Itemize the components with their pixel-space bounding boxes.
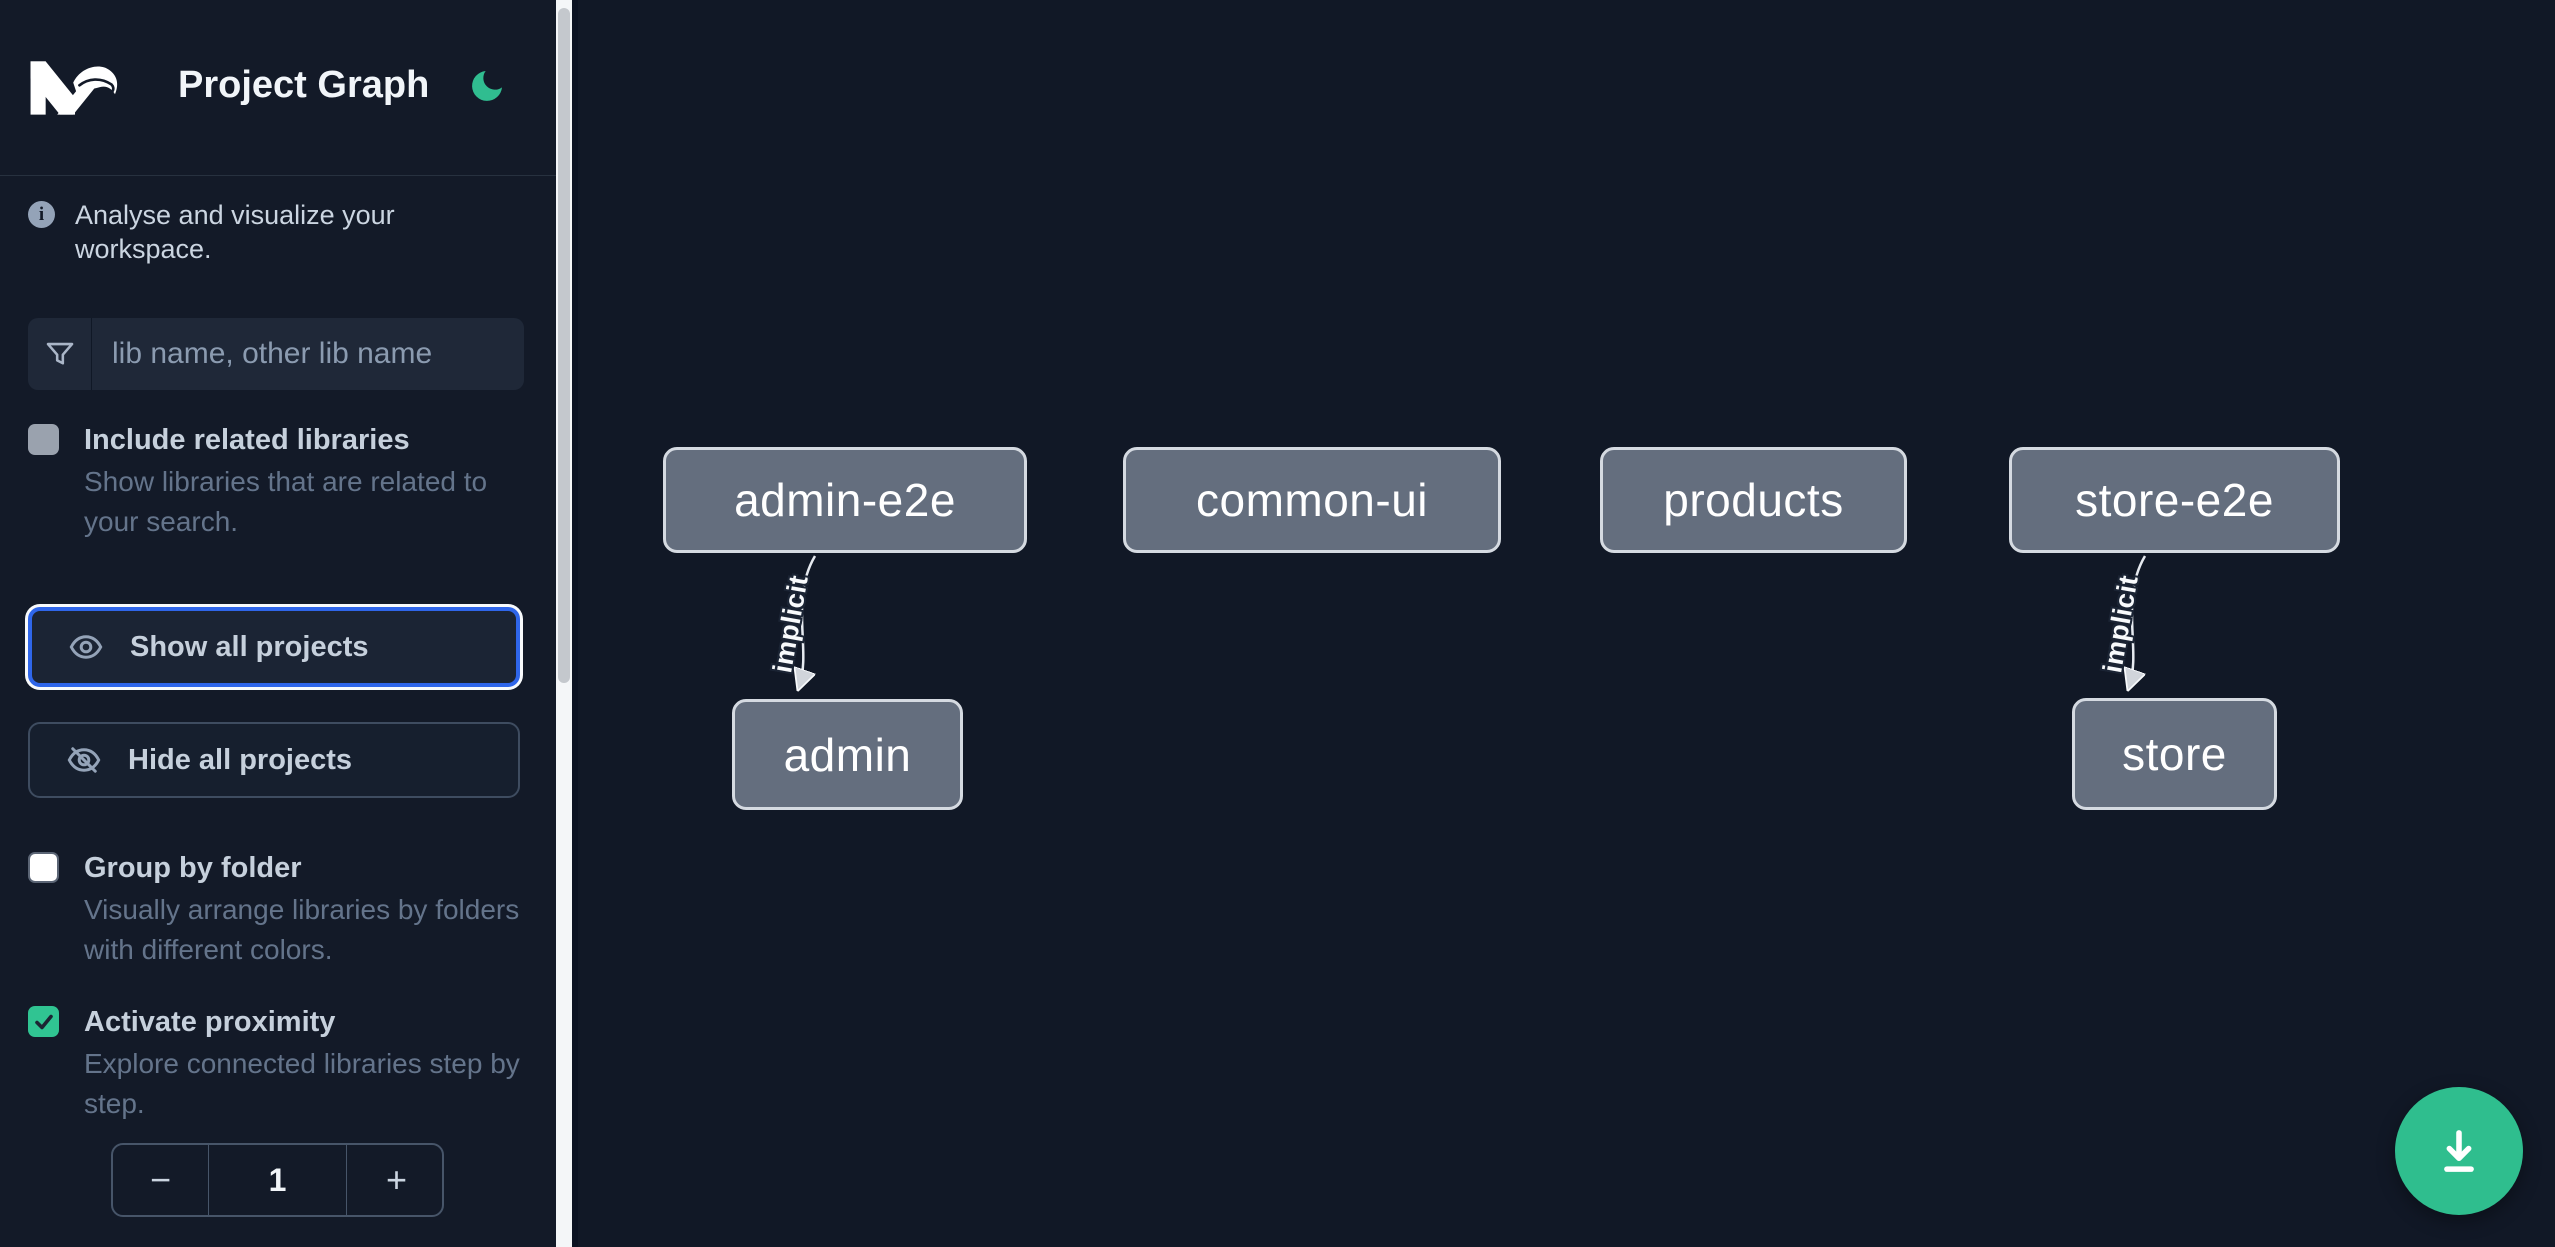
filter-search-box [28, 318, 524, 390]
decrement-button[interactable]: − [113, 1145, 209, 1215]
check-icon [34, 1014, 53, 1029]
graph-node-store-e2e[interactable]: store-e2e [2009, 447, 2340, 553]
activate-proximity-description: Explore connected libraries step by step… [84, 1048, 520, 1119]
group-by-folder-checkbox[interactable] [28, 852, 59, 883]
scrollbar-thumb[interactable] [558, 8, 570, 683]
info-icon: i [28, 201, 55, 228]
edge-admin-e2e-admin[interactable] [799, 555, 817, 687]
show-all-projects-button[interactable]: Show all projects [28, 607, 520, 687]
intro-text: Analyse and visualize your workspace. [75, 200, 395, 264]
theme-toggle-button[interactable] [466, 66, 508, 108]
group-by-folder-description: Visually arrange libraries by folders wi… [84, 894, 520, 965]
graph-node-store[interactable]: store [2072, 698, 2277, 810]
hide-all-projects-label: Hide all projects [128, 743, 353, 776]
download-button[interactable] [2395, 1087, 2523, 1215]
sidebar-header: Project Graph [0, 0, 556, 176]
edge-store-e2e-store[interactable] [2129, 555, 2147, 687]
activate-proximity-checkbox[interactable] [28, 1006, 59, 1037]
activate-proximity-label[interactable]: Activate proximity [84, 1006, 336, 1038]
page-title: Project Graph [178, 64, 430, 106]
moon-icon [472, 71, 502, 101]
increment-button[interactable]: + [346, 1145, 446, 1215]
nx-logo [30, 61, 118, 115]
graph-node-common-ui[interactable]: common-ui [1123, 447, 1501, 553]
eye-icon [69, 635, 103, 659]
include-related-description: Show libraries that are related to your … [84, 466, 488, 537]
include-related-option: Include related libraries Show libraries… [28, 422, 524, 542]
proximity-depth-stepper: − 1 + [111, 1143, 444, 1217]
search-input[interactable] [92, 318, 524, 390]
funnel-icon [28, 318, 92, 390]
group-by-folder-label[interactable]: Group by folder [84, 852, 302, 884]
activate-proximity-option: Activate proximity Explore connected lib… [28, 1004, 524, 1124]
download-icon [2444, 1130, 2474, 1172]
eye-off-icon [67, 747, 101, 773]
hide-all-projects-button[interactable]: Hide all projects [28, 722, 520, 798]
show-all-projects-label: Show all projects [130, 630, 369, 663]
include-related-label[interactable]: Include related libraries [84, 424, 410, 456]
intro-note: i Analyse and visualize your workspace. [28, 198, 524, 266]
graph-node-admin[interactable]: admin [732, 699, 963, 810]
sidebar-scrollbar[interactable] [556, 0, 572, 1247]
sidebar: Project Graph i Analyse and visualize yo… [0, 0, 556, 1247]
graph-node-products[interactable]: products [1600, 447, 1907, 553]
group-by-folder-option: Group by folder Visually arrange librari… [28, 850, 524, 970]
proximity-depth-value[interactable]: 1 [268, 1161, 287, 1198]
graph-node-admin-e2e[interactable]: admin-e2e [663, 447, 1027, 553]
include-related-checkbox[interactable] [28, 424, 59, 455]
sidebar-canvas-divider [572, 0, 578, 1247]
